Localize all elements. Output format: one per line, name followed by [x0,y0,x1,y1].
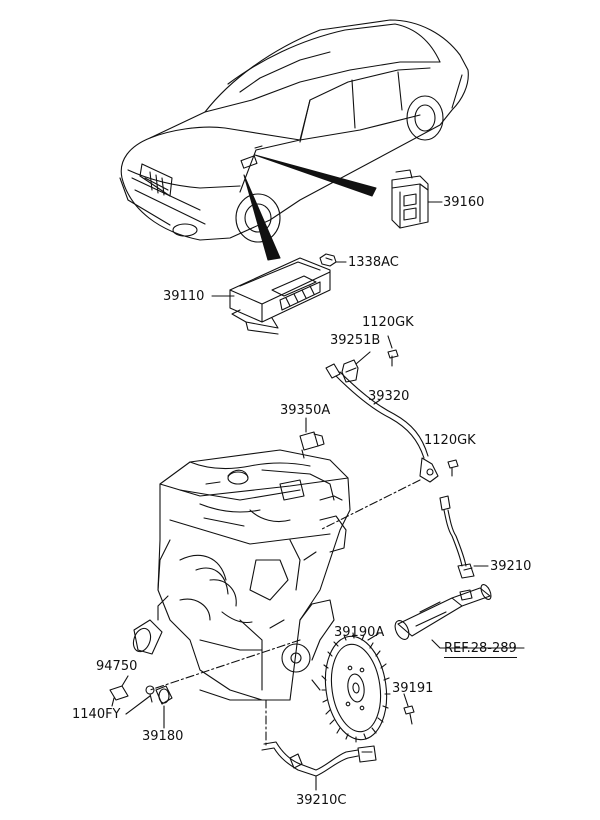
relay-module-39160 [391,169,429,229]
label-1338AC: 1338AC [348,255,399,270]
leader-1120GK-top [387,335,393,349]
catalytic-converter [394,584,492,640]
sensor-39350A [299,431,325,459]
label-39251B: 39251B [330,333,381,348]
leader-ref [431,639,525,649]
bolt-39191 [403,705,415,725]
bolt-1140FY [145,685,155,703]
leader-39320 [373,399,381,405]
leader-39251B [355,351,371,365]
label-1120GK-top: 1120GK [362,315,414,330]
flywheel-39190A [321,632,391,743]
leader-94750 [121,675,129,687]
label-1140FY: 1140FY [72,707,121,722]
label-39180: 39180 [142,729,184,744]
label-39110: 39110 [163,289,205,304]
reference-label: REF.28-289 [444,641,517,658]
ecu-39110 [229,257,331,335]
label-39210: 39210 [490,559,532,574]
bolt-1120GK-mid [447,459,459,477]
label-39160: 39160 [443,195,485,210]
thermostat-housing [132,619,163,655]
leader-39190A [367,633,379,641]
sensor-39320 [325,363,439,483]
sensor-94750 [109,685,129,707]
label-94750: 94750 [96,659,138,674]
centerline-3 [149,639,301,691]
label-39210C: 39210C [296,793,347,808]
centerline-1 [319,479,421,531]
leader-39191 [403,693,409,707]
leader-wedge-39110 [243,174,281,261]
label-39320: 39320 [368,389,410,404]
car-illustration [119,19,469,243]
leader-wedge-39160 [254,154,377,197]
label-1120GK-mid: 1120GK [424,433,476,448]
leader-1140FY [125,695,151,715]
engine-block [157,449,351,701]
label-39190A: 39190A [334,625,385,640]
o2-sensor-39210C [261,741,377,777]
label-39191: 39191 [392,681,434,696]
o2-sensor-39210 [439,495,475,579]
sensor-39180 [155,685,173,705]
clip-39251B [341,359,359,383]
nut-1338AC [319,253,337,267]
bolt-1120GK-top [387,349,399,367]
label-39350A: 39350A [280,403,331,418]
